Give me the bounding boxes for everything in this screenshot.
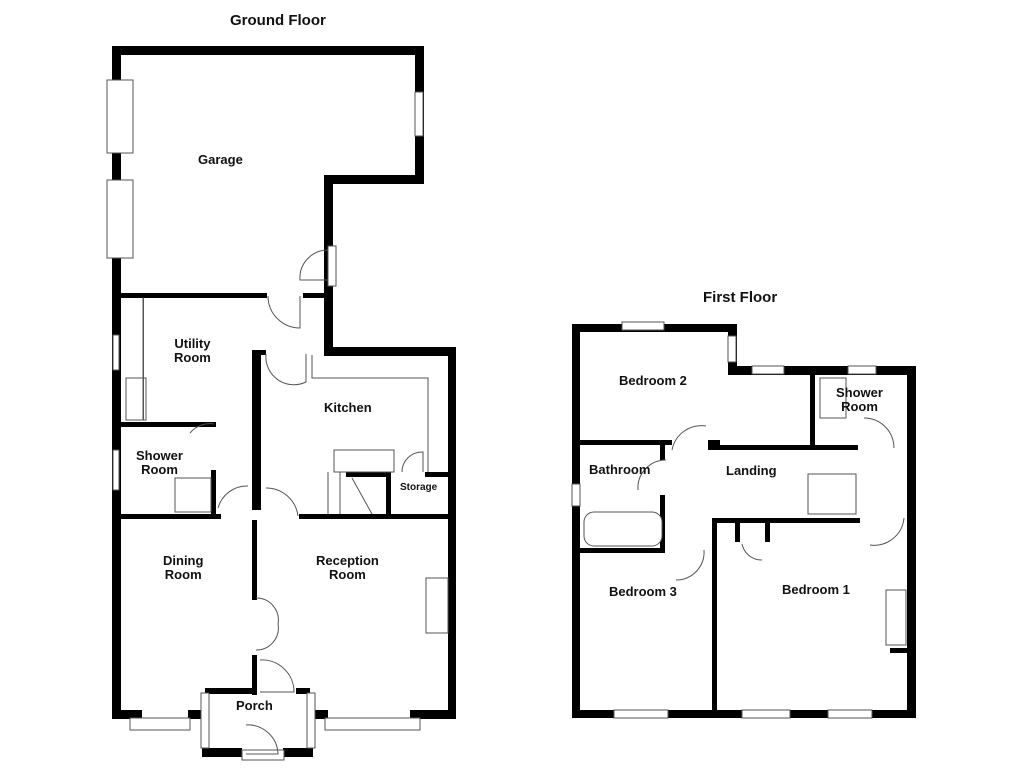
room-bedroom-2: Bedroom 2 — [619, 373, 687, 388]
room-utility-line1: Utility — [174, 336, 211, 351]
room-shower-first-line2: Room — [841, 399, 878, 414]
room-utility-line2: Room — [174, 350, 211, 365]
first-floor-title: First Floor — [703, 289, 778, 306]
room-shower-first: Shower Room — [836, 386, 883, 414]
ground-floor-doors — [125, 249, 449, 755]
room-utility: Utility Room — [174, 337, 211, 365]
room-dining: Dining Room — [163, 554, 203, 582]
room-shower-ground: Shower Room — [136, 449, 183, 477]
room-reception: Reception Room — [316, 554, 379, 582]
room-shower-ground-line1: Shower — [136, 448, 183, 463]
room-reception-line2: Room — [329, 567, 366, 582]
room-dining-line2: Room — [164, 567, 202, 582]
room-shower-first-line1: Shower — [836, 385, 883, 400]
room-garage: Garage — [198, 152, 243, 167]
room-bedroom-1: Bedroom 1 — [782, 582, 850, 597]
room-bedroom-3: Bedroom 3 — [609, 584, 677, 599]
room-kitchen: Kitchen — [324, 400, 372, 415]
room-shower-ground-line2: Room — [141, 462, 178, 477]
ground-floor-title: Ground Floor — [230, 12, 326, 29]
room-landing: Landing — [726, 463, 777, 478]
ground-floor-windows — [106, 79, 424, 761]
room-storage: Storage — [400, 482, 438, 493]
first-floor-fixtures — [571, 321, 907, 719]
room-porch: Porch — [236, 698, 273, 713]
ground-floor-walls — [112, 46, 456, 757]
room-bathroom: Bathroom — [589, 462, 651, 477]
room-reception-line1: Reception — [316, 553, 379, 568]
room-dining-line1: Dining — [163, 553, 204, 568]
